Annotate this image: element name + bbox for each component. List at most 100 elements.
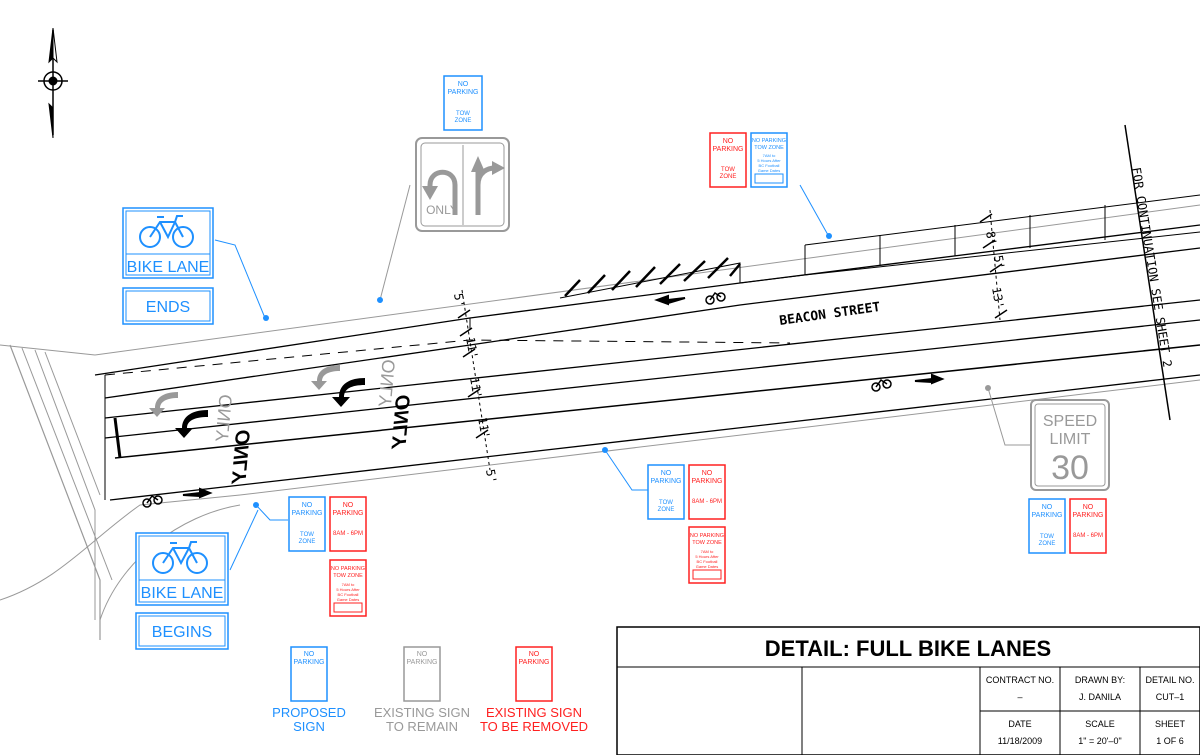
sign-text: 5 Hours After bbox=[336, 587, 360, 592]
bike-direction-arrow-icon bbox=[182, 487, 213, 499]
sign-text: PARKING bbox=[333, 510, 364, 517]
only-marking-gray: ONLY bbox=[212, 394, 236, 443]
sign-text: NO bbox=[723, 138, 734, 145]
sign-text: NO bbox=[702, 470, 713, 477]
limit-label: LIMIT bbox=[1050, 431, 1091, 448]
sign-text: NO PARKING bbox=[690, 533, 724, 539]
bike-direction-arrow-icon bbox=[914, 373, 945, 385]
speed-value: 30 bbox=[1051, 449, 1089, 487]
sheet-value: 1 OF 6 bbox=[1156, 736, 1184, 746]
sign-text: PARKING bbox=[1073, 512, 1104, 519]
sign-cluster-bottom-left: NO PARKING TOW ZONE NO PARKING 8AM - 6PM… bbox=[288, 496, 367, 617]
date-label: DATE bbox=[1008, 719, 1031, 729]
dim-11-b: 11' bbox=[467, 376, 485, 400]
bike-direction-arrow-icon bbox=[654, 294, 686, 306]
sign-text: PARKING bbox=[294, 659, 325, 666]
sign-text: PARKING bbox=[519, 659, 550, 666]
ends-label: ENDS bbox=[146, 299, 190, 316]
legend-remove-l1: EXISTING SIGN bbox=[486, 705, 582, 720]
speed-limit-sign: SPEED LIMIT 30 bbox=[1030, 399, 1110, 491]
sign-text: 5 Hours After bbox=[757, 158, 781, 163]
sign-text: PARKING bbox=[713, 146, 744, 153]
sign-parking: PARKING bbox=[448, 89, 479, 96]
title-block bbox=[616, 626, 1200, 755]
sign-text: NO bbox=[343, 502, 354, 509]
drawing-title: DETAIL: FULL BIKE LANES bbox=[765, 636, 1051, 661]
sign-text: TOW bbox=[659, 500, 673, 506]
legend: NO PARKING PROPOSED SIGN NO PARKING EXIS… bbox=[272, 646, 588, 734]
left-turn-arrow-gray-icon bbox=[311, 365, 340, 390]
street-name-label: BEACON STREET bbox=[778, 300, 881, 329]
sign-text: Game Dates bbox=[758, 168, 780, 173]
pavement-markings: ONLY ONLY ONLY ONLY bbox=[142, 291, 945, 508]
sign-text: 5 Hours After bbox=[695, 554, 719, 559]
dim-5-top: 5' bbox=[451, 292, 467, 309]
sign-text: PARKING bbox=[407, 659, 438, 666]
bike-lane-begins-label: BIKE LANE bbox=[141, 585, 224, 602]
sign-text: PARKING bbox=[651, 478, 682, 485]
drawn-label: DRAWN BY: bbox=[1075, 675, 1125, 685]
sign-text: NO bbox=[302, 502, 313, 509]
scale-label: SCALE bbox=[1085, 719, 1115, 729]
match-line-label: FOR CONTINUATION SEE SHEET 2 bbox=[1129, 166, 1174, 368]
dim-5-right: 5' bbox=[991, 254, 1007, 271]
legend-remain-swatch bbox=[403, 646, 441, 702]
sign-text: ZONE bbox=[1039, 541, 1056, 547]
sheet-label: SHEET bbox=[1155, 719, 1186, 729]
sign-zone: ZONE bbox=[455, 118, 472, 124]
legend-remove-swatch bbox=[515, 646, 553, 702]
sign-text: NO bbox=[1042, 504, 1053, 511]
sign-text: TOW bbox=[721, 167, 735, 173]
sign-tow: TOW bbox=[456, 111, 470, 117]
legend-remove-l2: TO BE REMOVED bbox=[480, 719, 588, 734]
sign-text: PARKING bbox=[292, 510, 323, 517]
bicycle-icon bbox=[152, 541, 208, 574]
only-marking-black: ONLY bbox=[388, 394, 415, 451]
title-block-text: DETAIL: FULL BIKE LANES CONTRACT NO. – D… bbox=[765, 636, 1195, 746]
left-uturn-arrow-icon bbox=[427, 169, 458, 215]
contract-value: – bbox=[1017, 692, 1022, 702]
begins-label: BEGINS bbox=[152, 624, 212, 641]
contract-label: CONTRACT NO. bbox=[986, 675, 1054, 685]
sign-text: ZONE bbox=[658, 507, 675, 513]
only-marking-black: ONLY bbox=[228, 429, 255, 486]
scale-value: 1" = 20'–0" bbox=[1078, 736, 1121, 746]
legend-proposed-l1: PROPOSED bbox=[272, 705, 346, 720]
dim-8-right: 8' bbox=[983, 230, 999, 247]
sign-text: NO PARKING bbox=[752, 138, 786, 144]
left-turn-arrow-gray-icon bbox=[149, 392, 178, 417]
detail-label: DETAIL NO. bbox=[1145, 675, 1194, 685]
sign-text: NO bbox=[661, 470, 672, 477]
north-arrow-icon bbox=[38, 27, 68, 139]
sign-text: TOW ZONE bbox=[754, 145, 784, 151]
sign-text: 7AM to bbox=[342, 582, 355, 587]
no-parking-tow-zone-sign-proposed: NO PARKING TOW ZONE bbox=[443, 75, 483, 131]
sign-text: 8AM - 6PM bbox=[692, 499, 722, 505]
sign-text: TOW ZONE bbox=[692, 540, 722, 546]
drawn-value: J. DANILA bbox=[1079, 692, 1121, 702]
sign-leaders bbox=[214, 184, 1030, 571]
date-value: 11/18/2009 bbox=[998, 736, 1042, 746]
sign-text: BC Football bbox=[338, 592, 359, 597]
left-turn-arrow-icon bbox=[175, 410, 208, 438]
sign-text: PARKING bbox=[1032, 512, 1063, 519]
lane-use-control-sign: ONLY bbox=[415, 137, 510, 232]
sign-text: Game Dates bbox=[696, 564, 718, 569]
sign-text: NO bbox=[1083, 504, 1094, 511]
sign-text: NO PARKING bbox=[331, 566, 365, 572]
only-marking-gray: ONLY bbox=[375, 359, 399, 408]
dim-13-right: 13' bbox=[989, 286, 1007, 310]
speed-label: SPEED bbox=[1043, 413, 1097, 430]
sign-text: TOW bbox=[300, 532, 314, 538]
sign-text: 8AM - 6PM bbox=[333, 531, 363, 537]
sign-text: TOW bbox=[1040, 534, 1054, 540]
legend-proposed-swatch bbox=[290, 646, 328, 702]
sign-no: NO bbox=[458, 81, 469, 88]
sign-text: ZONE bbox=[299, 539, 316, 545]
legend-remain-l1: EXISTING SIGN bbox=[374, 705, 470, 720]
dim-11-a: 11' bbox=[463, 336, 481, 360]
sign-text: PARKING bbox=[692, 478, 723, 485]
legend-remain-l2: TO REMAIN bbox=[386, 719, 458, 734]
sign-text: Game Dates bbox=[337, 597, 359, 602]
bike-lane-ends-label: BIKE LANE bbox=[127, 259, 210, 276]
